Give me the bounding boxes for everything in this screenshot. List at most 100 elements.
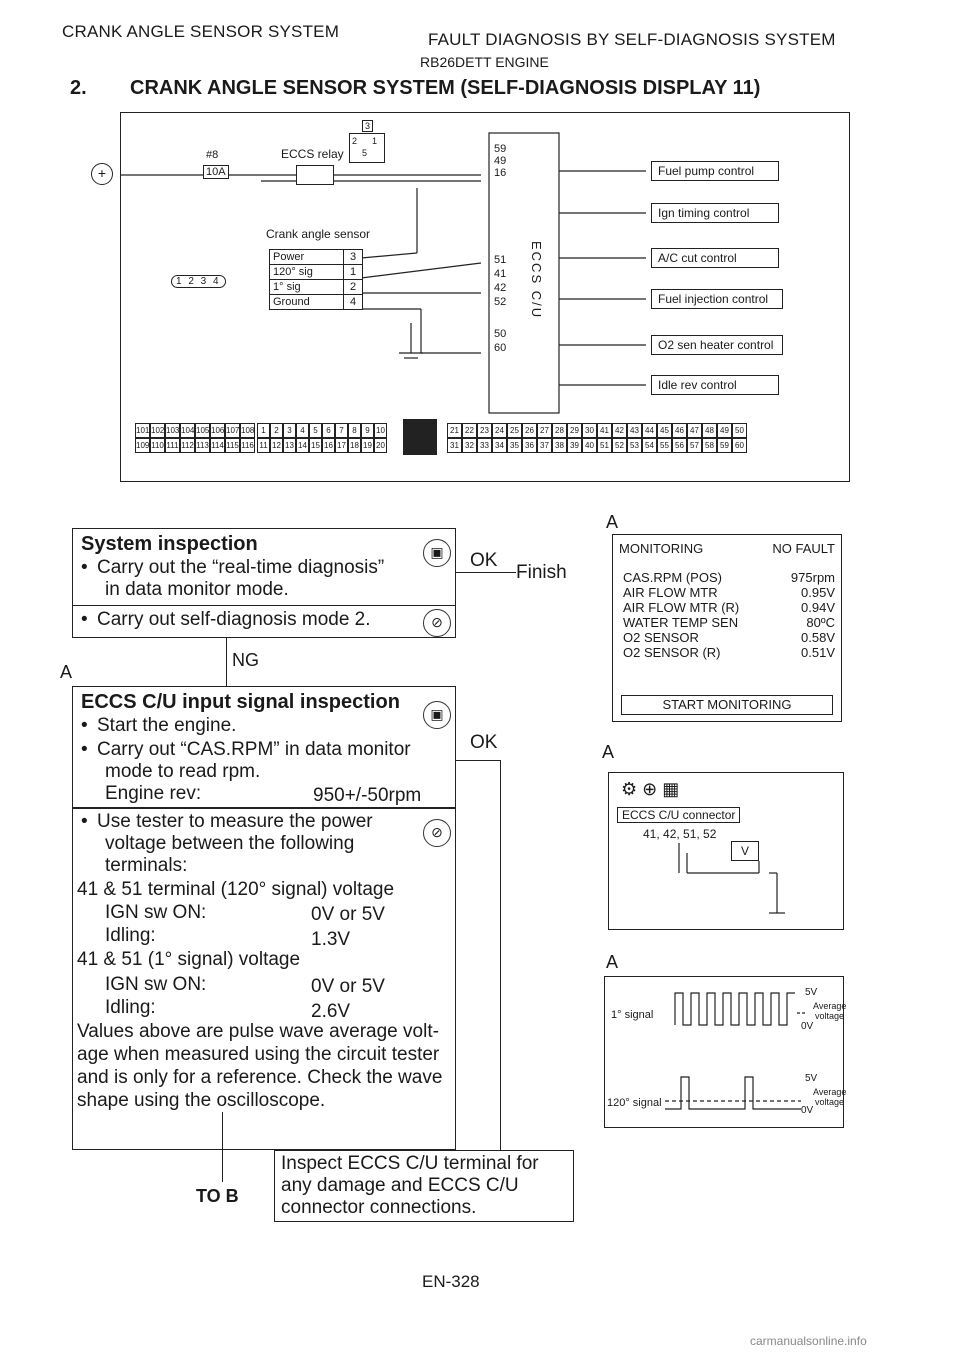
wiring-diagram: + #8 10A ECCS relay 3 2 1 5 Crank angle … — [91, 112, 850, 482]
sig1-label: 1° signal — [611, 1009, 654, 1021]
connector-pin: 42 — [612, 423, 627, 438]
fuse-value: 10A — [203, 165, 229, 179]
connector-pin: 46 — [672, 423, 687, 438]
connector-pin: 114 — [210, 438, 225, 453]
connector-pins: 41, 42, 51, 52 — [643, 827, 717, 841]
header-left: CRANK ANGLE SENSOR SYSTEM — [62, 22, 340, 41]
connector-pin: 15 — [309, 438, 322, 453]
connector-pin: 116 — [240, 438, 255, 453]
tester-box: Use tester to measure the power voltage … — [72, 808, 456, 1150]
t120-title: 41 & 51 terminal (120° signal) voltage — [77, 879, 395, 900]
connector-pin: 39 — [567, 438, 582, 453]
system-inspection-bullet-1b: in data monitor mode. — [105, 579, 289, 600]
connector-pin: 31 — [447, 438, 462, 453]
monitor-panel: MONITORING NO FAULT CAS.RPM (POS)975rpm … — [612, 534, 842, 722]
connector-pin: 20 — [374, 438, 387, 453]
connector-key-icon — [403, 419, 437, 455]
connector-pin: 7 — [335, 423, 348, 438]
connector-pin: 6 — [322, 423, 335, 438]
system-inspection-title: System inspection — [81, 533, 258, 555]
v0a-label: 0V — [801, 1021, 814, 1032]
inspect-line-2: any damage and ECCS C/U — [281, 1175, 519, 1196]
v0b-label: 0V — [801, 1105, 814, 1116]
connector-pin: 9 — [361, 423, 374, 438]
engine-rev-label: Engine rev: — [105, 783, 202, 804]
connector-pin: 23 — [477, 423, 492, 438]
connector-pin: 21 — [447, 423, 462, 438]
connector-pin: 101 — [135, 423, 150, 438]
connector-label: ECCS C/U connector — [617, 807, 741, 823]
output-ign-timing: Ign timing control — [651, 203, 779, 223]
connector-pin: 33 — [477, 438, 492, 453]
connector-pin: 47 — [687, 423, 702, 438]
avg-b1: Average — [813, 1087, 847, 1097]
connector-pin: 57 — [687, 438, 702, 453]
connector-pin: 3 — [283, 423, 296, 438]
connector-pin: 12 — [270, 438, 283, 453]
connector-pin: 2 — [270, 423, 283, 438]
note-line-1: Values above are pulse wave average volt… — [77, 1021, 439, 1042]
connector-pin: 60 — [732, 438, 747, 453]
sensor-title: Crank angle sensor — [266, 227, 371, 241]
tester-bullet-1c: terminals: — [105, 855, 188, 876]
sig120-label: 120° signal — [607, 1097, 662, 1109]
connector-pin: 105 — [195, 423, 210, 438]
output-fuel-pump: Fuel pump control — [651, 161, 779, 181]
monitor-row: CAS.RPM (POS)975rpm — [623, 570, 835, 585]
t1-title: 41 & 51 (1° signal) voltage — [77, 949, 301, 970]
connector-pin: 48 — [702, 423, 717, 438]
avg-a2: voltage — [815, 1011, 845, 1021]
connector-pin: 25 — [507, 423, 522, 438]
connector-pin: 37 — [537, 438, 552, 453]
connector-pin: 16 — [322, 438, 335, 453]
connector-pin: 115 — [225, 438, 240, 453]
a-label-2: A — [602, 742, 615, 762]
t1-idle-label: Idling: — [105, 997, 156, 1018]
connector-pin: 24 — [492, 423, 507, 438]
connector-pin: 107 — [225, 423, 240, 438]
no-tester-icon: ⊘ — [423, 609, 451, 637]
connector-pin: 18 — [348, 438, 361, 453]
connector-pin: 53 — [627, 438, 642, 453]
avg-a1: Average — [813, 1001, 847, 1011]
relay-symbol — [296, 165, 334, 185]
ok-label-2: OK — [470, 732, 498, 753]
finish-label: Finish — [516, 562, 567, 583]
connector-pin: 5 — [309, 423, 322, 438]
cu-label: ECCS C/U — [529, 241, 544, 320]
connector-pin: 22 — [462, 423, 477, 438]
input-signal-title: ECCS C/U input signal inspection — [81, 691, 400, 713]
connector-pin: 54 — [642, 438, 657, 453]
header-engine: RB26DETT ENGINE — [420, 54, 549, 70]
monitor-row: AIR FLOW MTR (R)0.94V — [623, 600, 835, 615]
footer-watermark[interactable]: carmanualsonline.info — [750, 1334, 867, 1348]
engine-rev-value: 950+/-50rpm — [313, 785, 422, 806]
note-line-3: and is only for a reference. Check the w… — [77, 1067, 443, 1088]
connector-pin: 35 — [507, 438, 522, 453]
output-ac-cut: A/C cut control — [651, 248, 779, 268]
start-monitoring-button[interactable]: START MONITORING — [621, 695, 833, 715]
connector-pin: 36 — [522, 438, 537, 453]
connector-pin: 110 — [150, 438, 165, 453]
connector-pin: 112 — [180, 438, 195, 453]
connector-pin: 13 — [283, 438, 296, 453]
note-line-2: age when measured using the circuit test… — [77, 1044, 440, 1065]
connector-pin: 43 — [627, 423, 642, 438]
t120-idle-label: Idling: — [105, 925, 156, 946]
input-signal-box: ECCS C/U input signal inspection Start t… — [72, 686, 456, 808]
waveforms — [665, 992, 805, 1110]
no-tester-icon-2: ⊘ — [423, 819, 451, 847]
inspect-line-3: connector connections. — [281, 1197, 477, 1218]
connector-pin: 102 — [150, 423, 165, 438]
connector-pin: 49 — [717, 423, 732, 438]
connector-pin: 59 — [717, 438, 732, 453]
connector-pin: 4 — [296, 423, 309, 438]
monitor-row: O2 SENSOR (R)0.51V — [623, 645, 835, 660]
connector-pin: 32 — [462, 438, 477, 453]
input-signal-bullet-2: Carry out “CAS.RPM” in data monitor — [73, 739, 411, 761]
inspect-line-1: Inspect ECCS C/U terminal for — [281, 1153, 539, 1174]
